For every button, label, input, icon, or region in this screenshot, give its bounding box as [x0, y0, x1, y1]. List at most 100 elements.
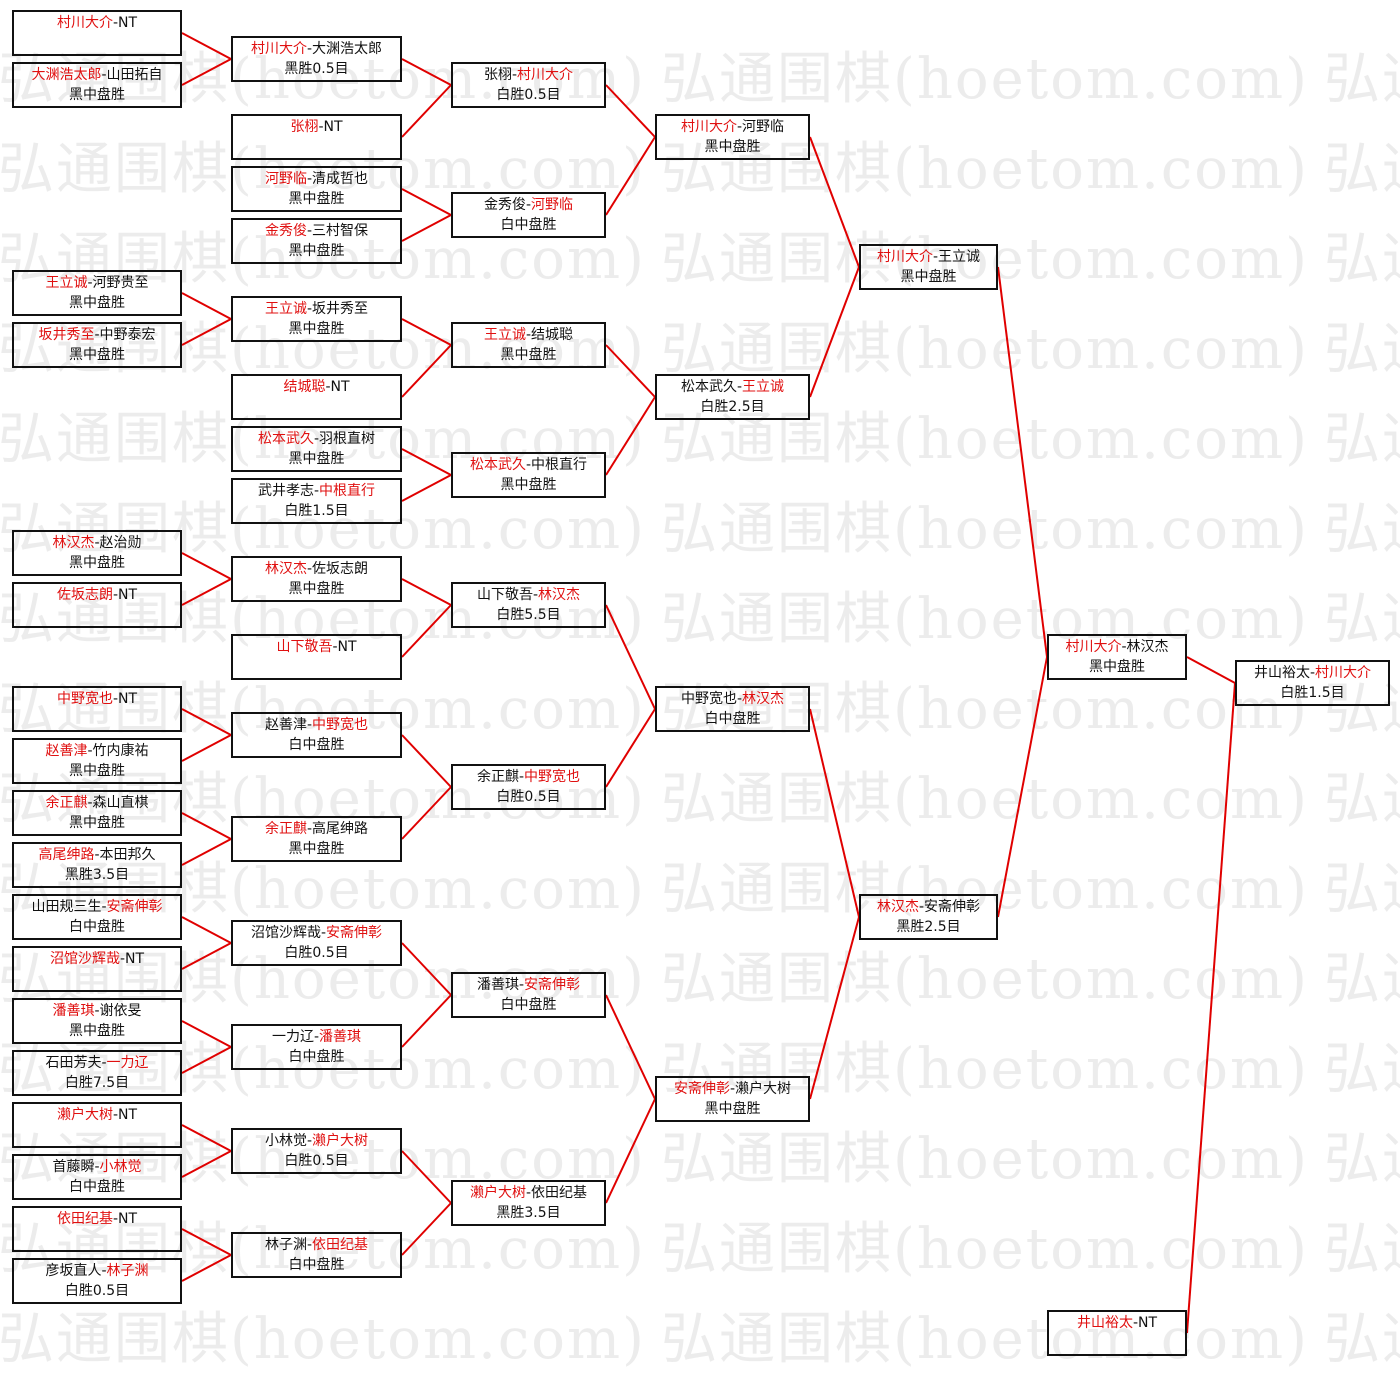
separator: - — [306, 561, 313, 577]
player-b: 河野临 — [742, 119, 785, 135]
connector-line — [401, 786, 452, 840]
player-b: 林汉杰 — [1126, 639, 1169, 655]
match-result: 黑中盘胜 — [500, 477, 557, 493]
match-players: 坂井秀至-中野泰宏 — [14, 325, 180, 345]
connector-line — [605, 396, 656, 476]
match-box: 濑户大树-依田纪基黑胜3.5目 — [451, 1180, 606, 1226]
connector-line — [181, 942, 232, 970]
separator: - — [525, 457, 532, 473]
match-box: 高尾绅路-本田邦久黑胜3.5目 — [12, 842, 182, 888]
player-a: 赵善津 — [264, 717, 307, 733]
connector-line — [401, 578, 452, 606]
player-b: 中根直行 — [319, 483, 376, 499]
match-box: 中野宽也-林汉杰白中盘胜 — [655, 686, 810, 732]
match-box: 武井孝志-中根直行白胜1.5目 — [231, 478, 402, 524]
separator: - — [306, 1133, 313, 1149]
player-b: 林汉杰 — [742, 691, 785, 707]
connector-line — [605, 1098, 656, 1204]
match-players: 井山裕太-村川大介 — [1237, 663, 1388, 683]
player-a: 山田规三生 — [31, 899, 102, 915]
match-box: 中野宽也-NT — [12, 686, 182, 732]
player-a: 余正麒 — [476, 769, 519, 785]
connector-line — [1186, 656, 1236, 684]
match-players: 余正麒-中野宽也 — [453, 767, 604, 787]
player-b: NT — [118, 691, 138, 707]
match-box: 一力辽-潘善琪白中盘胜 — [231, 1024, 402, 1070]
separator: - — [306, 821, 313, 837]
player-b: 本田邦久 — [99, 847, 156, 863]
player-b: 河野贵至 — [92, 275, 149, 291]
match-players: 濑户大树-NT — [14, 1105, 180, 1125]
connector-line — [401, 448, 452, 476]
match-box: 山下敬吾-林汉杰白胜5.5目 — [451, 582, 606, 628]
match-result: 黑胜3.5目 — [64, 867, 130, 883]
match-players: 张栩-NT — [233, 117, 400, 137]
match-result: 白中盘胜 — [500, 997, 557, 1013]
match-box: 濑户大树-NT — [12, 1102, 182, 1148]
match-players: 松本武久-羽根直树 — [233, 429, 400, 449]
connector-line — [401, 214, 452, 242]
match-players: 依田纪基-NT — [14, 1209, 180, 1229]
player-b: 林汉杰 — [538, 587, 581, 603]
player-b: 中野宽也 — [312, 717, 369, 733]
match-result: 黑中盘胜 — [69, 347, 125, 363]
match-players: 王立诚-坂井秀至 — [233, 299, 400, 319]
match-result: 白中盘胜 — [69, 919, 125, 935]
player-a: 濑户大树 — [56, 1107, 113, 1123]
separator: - — [101, 67, 107, 83]
match-result: 黑中盘胜 — [69, 295, 125, 311]
player-b: 清成哲也 — [312, 171, 369, 187]
match-result: 白胜7.5目 — [64, 1075, 130, 1091]
match-box: 王立诚-河野贵至黑中盘胜 — [12, 270, 182, 316]
separator: - — [325, 379, 331, 395]
player-b: NT — [337, 639, 357, 655]
separator: - — [112, 587, 119, 603]
player-b: NT — [1138, 1315, 1158, 1331]
separator: - — [101, 899, 107, 915]
separator: - — [87, 743, 93, 759]
match-players: 河野临-清成哲也 — [233, 169, 400, 189]
player-a: 村川大介 — [56, 15, 113, 31]
player-b: NT — [118, 15, 138, 31]
match-result: 黑中盘胜 — [704, 1101, 761, 1117]
player-a: 沼馆沙辉哉 — [49, 951, 120, 967]
player-a: 松本武久 — [680, 379, 737, 395]
separator: - — [332, 639, 338, 655]
separator: - — [932, 249, 939, 265]
player-a: 村川大介 — [680, 119, 737, 135]
match-players: 山下敬吾-NT — [233, 637, 400, 657]
match-players: 佐坂志朗-NT — [14, 585, 180, 605]
connector-line — [181, 708, 232, 736]
match-players: 松本武久-王立诚 — [657, 377, 808, 397]
match-players: 首藤瞬-小林觉 — [14, 1157, 180, 1177]
match-result: 白中盘胜 — [288, 1257, 345, 1273]
match-box: 河野临-清成哲也黑中盘胜 — [231, 166, 402, 212]
match-result: 白胜0.5目 — [496, 789, 561, 805]
separator: - — [112, 1211, 119, 1227]
separator: - — [306, 301, 313, 317]
player-a: 武井孝志 — [257, 483, 314, 499]
match-players: 张栩-村川大介 — [453, 65, 604, 85]
match-players: 村川大介-大渊浩太郎 — [233, 39, 400, 59]
connector-line — [401, 318, 452, 346]
player-a: 赵善津 — [45, 743, 88, 759]
player-b: 林子渊 — [106, 1263, 149, 1279]
player-b: 濑户大树 — [312, 1133, 369, 1149]
match-players: 潘善琪-安斋伸彰 — [453, 975, 604, 995]
match-players: 山田规三生-安斋伸彰 — [14, 897, 180, 917]
separator: - — [729, 1081, 736, 1097]
player-b: 高尾绅路 — [312, 821, 369, 837]
match-players: 武井孝志-中根直行 — [233, 481, 400, 501]
connector-line — [605, 994, 656, 1100]
separator: - — [87, 275, 93, 291]
separator: - — [532, 587, 539, 603]
player-a: 结城聪 — [283, 379, 326, 395]
match-box: 张栩-NT — [231, 114, 402, 160]
connector-line — [181, 1254, 232, 1282]
connector-line — [401, 994, 452, 1048]
player-a: 林汉杰 — [52, 535, 95, 551]
separator: - — [306, 717, 313, 733]
connector-line — [181, 812, 232, 840]
match-box: 松本武久-中根直行黑中盘胜 — [451, 452, 606, 498]
player-a: 中野宽也 — [56, 691, 113, 707]
